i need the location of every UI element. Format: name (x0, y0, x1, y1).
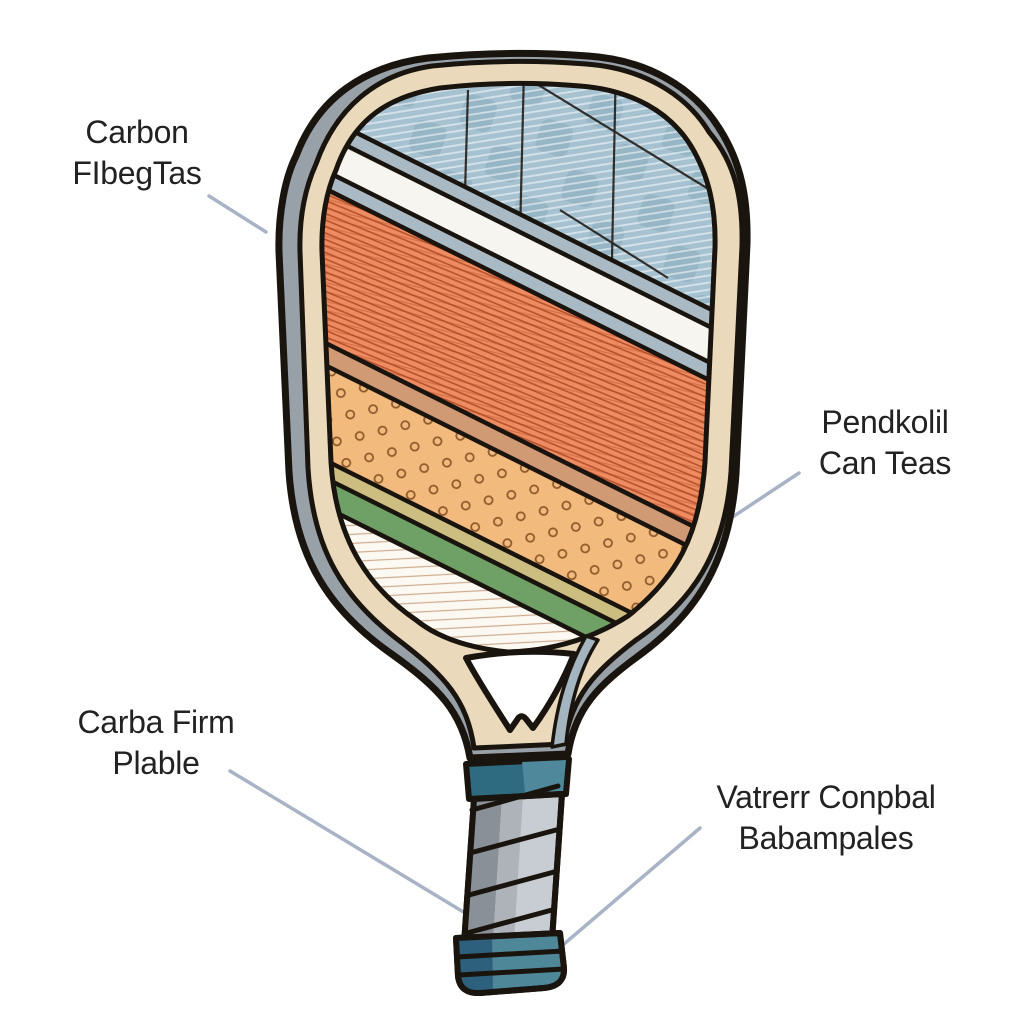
throat-cutout (463, 648, 577, 733)
label-bottom-left-line1: Carba Firm (77, 704, 235, 740)
stripe-gray-lower (321, 83, 716, 498)
butt-cap (453, 930, 568, 997)
stripe-white (321, 83, 716, 484)
stripe-khaki (321, 134, 716, 652)
label-top-left: Carbon FIbegTas (52, 112, 222, 194)
label-bottom-left: Carba Firm Plable (56, 702, 256, 784)
handle-grip (461, 783, 565, 947)
label-right: Pendkolil Can Teas (790, 402, 980, 484)
stripe-tan (321, 83, 716, 639)
label-top-left-line2: FIbegTas (72, 154, 202, 191)
leader-line-bottom-left (228, 769, 482, 924)
label-right-line1: Pendkolil (821, 404, 949, 440)
label-bottom-right: Vatrerr Conpbal Babampales (685, 777, 967, 859)
label-top-left-line1: Carbon (85, 114, 189, 150)
window-outline (319, 80, 718, 655)
leader-line-bottom-right (555, 826, 702, 952)
leader-line-top-left (207, 194, 268, 234)
label-bottom-right-line1: Vatrerr Conpbal (716, 779, 936, 815)
stripe-gray-upper (321, 83, 716, 455)
label-bottom-left-line2: Plable (112, 744, 200, 781)
stripe-green (321, 149, 716, 652)
label-bottom-right-line2: Babampales (738, 819, 914, 856)
label-right-line2: Can Teas (818, 444, 952, 481)
